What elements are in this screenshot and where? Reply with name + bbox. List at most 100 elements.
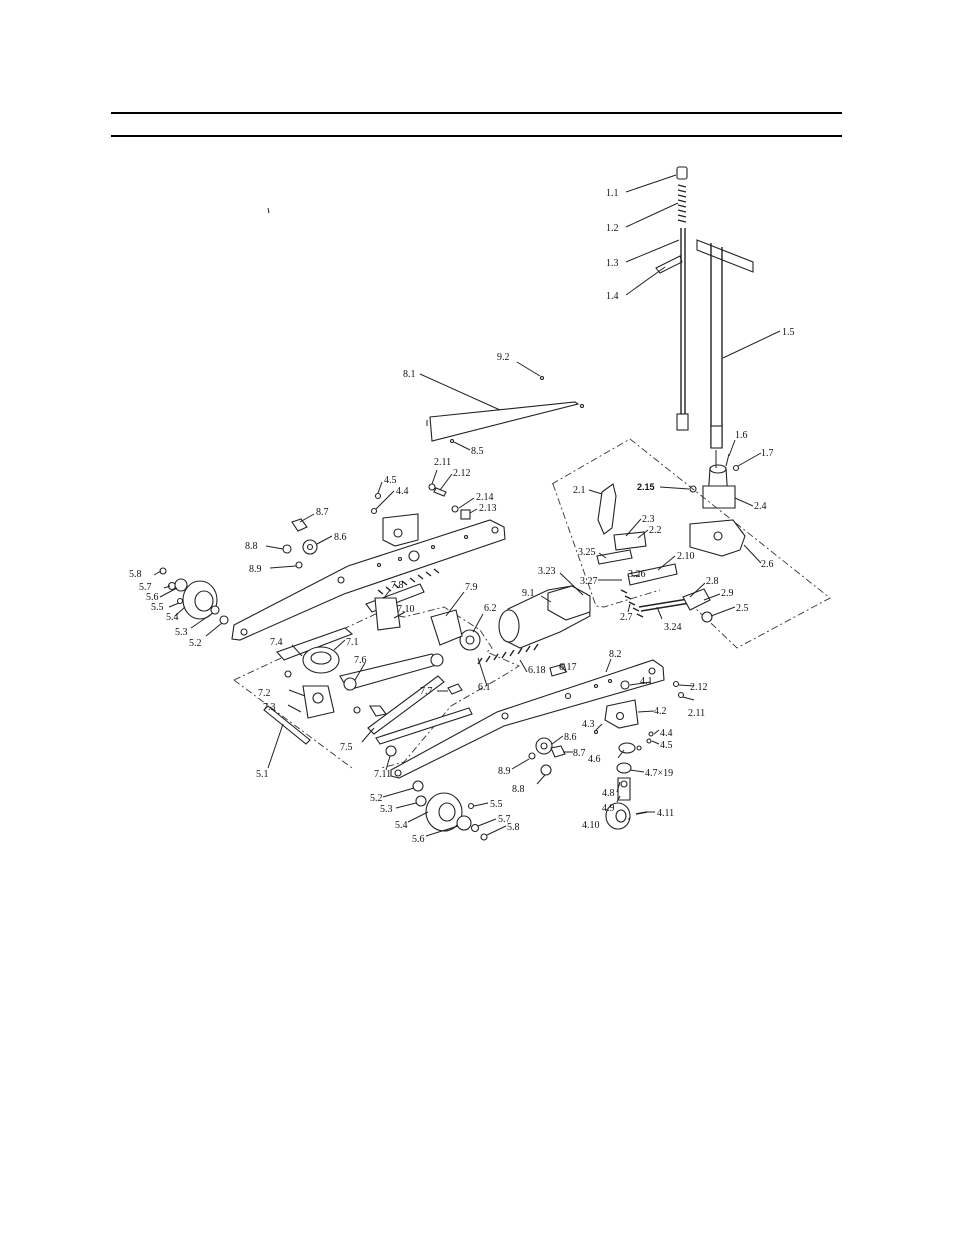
label-4-11: 4.11 [657, 808, 674, 819]
label-8-8: 8.8 [245, 541, 258, 552]
label-4-3: 4.3 [582, 719, 595, 730]
label-5-2-right: 5.2 [370, 793, 383, 804]
part-1-6-pin [725, 453, 730, 467]
label-4-8: 4.8 [602, 788, 615, 799]
label-2-2: 2.2 [649, 525, 662, 536]
label-2-3: 2.3 [642, 514, 655, 525]
label-2-6: 2.6 [761, 559, 774, 570]
part-2-11-bolt-right [677, 691, 685, 699]
label-8-2: 8.2 [609, 649, 622, 660]
label-5-5-right: 5.5 [490, 799, 503, 810]
label-7-6: 7.6 [354, 655, 367, 666]
label-2-11: 2.11 [434, 457, 451, 468]
label-5-6: 5.6 [146, 592, 159, 603]
part-2-7-spring [620, 589, 644, 618]
part-2-5-nut [701, 611, 713, 623]
part-1-1-knob [676, 166, 688, 180]
part-4-4-nut [648, 731, 654, 737]
label-7-2: 7.2 [258, 688, 271, 699]
part-3-25-link [596, 549, 633, 565]
part-side-plate-left [231, 519, 506, 641]
label-2-12-right: 2.12 [690, 682, 708, 693]
header-rule-bottom [111, 135, 842, 137]
label-2-11-right: 2.11 [688, 708, 705, 719]
label-3-25: 3.25 [578, 547, 596, 558]
part-5-8-cap-right [480, 833, 488, 841]
label-6-18: 6.18 [528, 665, 546, 676]
part-4-1-washer [620, 680, 630, 690]
part-2-1-pump-handle-socket [597, 483, 617, 535]
label-5-7-right: 5.7 [498, 814, 511, 825]
label-2-15: 2.15 [637, 482, 655, 492]
label-5-7: 5.7 [139, 582, 152, 593]
part-8-8-nut [282, 544, 292, 554]
label-8-9: 8.9 [249, 564, 262, 575]
label-7-10: 7.10 [397, 604, 415, 615]
part-2-10-rod [627, 563, 678, 586]
label-2-8: 2.8 [706, 576, 719, 587]
part-7-10-pin [374, 597, 401, 631]
part-2-14-washer [451, 505, 459, 513]
label-7-3: 7.3 [263, 702, 276, 713]
label-1-4: 1.4 [606, 291, 619, 302]
label-2-7: 2.7 [620, 612, 633, 623]
part-8-7-nut [291, 518, 308, 532]
leader-lines [153, 174, 781, 837]
part-7-5-bushing [369, 705, 387, 717]
label-8-1: 8.1 [403, 369, 416, 380]
label-5-3-right: 5.3 [380, 804, 393, 815]
label-4-1: 4.1 [640, 676, 653, 687]
front-caster-assembly [605, 742, 648, 830]
label-2-10: 2.10 [677, 551, 695, 562]
label-7-4: 7.4 [270, 637, 283, 648]
label-7-5: 7.5 [340, 742, 353, 753]
part-8-7-nut-right [550, 745, 566, 758]
label-2-12: 2.12 [453, 468, 471, 479]
left-rear-wheel [159, 567, 229, 625]
part-8-9-washer-right [528, 752, 536, 760]
part-4-3-pin [593, 729, 599, 735]
part-2-13-nut [460, 509, 471, 520]
part-4-5-bolt [374, 492, 382, 500]
part-5-5-clip [176, 597, 184, 605]
label-6-1: 6.1 [478, 682, 491, 693]
label-3-26: 3.26 [628, 569, 646, 580]
label-5-8-right: 5.8 [507, 822, 520, 833]
label-4-9: 4.9 [602, 803, 615, 814]
part-2-11-bolt [428, 483, 436, 491]
pump-outline [552, 483, 661, 608]
part-5-1-axle [263, 705, 311, 745]
label-5-4: 5.4 [166, 612, 179, 623]
label-2-13: 2.13 [479, 503, 497, 514]
label-1-2: 1.2 [606, 223, 619, 234]
part-4-11-axle [635, 811, 648, 815]
label-7-7: 7.7 [420, 686, 433, 697]
callout-labels: 1.1 1.2 1.3 1.4 1.5 1.6 1.7 9.2 8.1 8.5 … [129, 188, 795, 845]
label-4-5-right: 4.5 [660, 740, 673, 751]
part-7-9-sleeve [430, 609, 463, 646]
part-8-9-washer [295, 561, 303, 569]
label-8-6: 8.6 [334, 532, 347, 543]
part-2-12-pin-right [672, 680, 680, 688]
label-4-2: 4.2 [654, 706, 667, 717]
part-7-7-pin [447, 683, 463, 695]
label-7-1: 7.1 [346, 637, 359, 648]
part-9-2-rivet [539, 375, 545, 381]
label-9-1: 9.1 [522, 588, 535, 599]
right-rear-wheel [412, 780, 488, 841]
part-6-18-spring [477, 643, 539, 665]
part-2-2-linkage [613, 531, 647, 551]
lift-arm-outline [233, 606, 520, 769]
label-7-8: 7.8 [391, 580, 404, 591]
header-rule-top [111, 112, 842, 114]
label-5-5: 5.5 [151, 602, 164, 613]
label-6-2: 6.2 [484, 603, 497, 614]
label-1-6: 1.6 [735, 430, 748, 441]
label-8-6-right: 8.6 [564, 732, 577, 743]
part-1-5-handle-crossbar [696, 239, 754, 273]
label-2-1: 2.1 [573, 485, 586, 496]
label-4-5: 4.5 [384, 475, 397, 486]
label-5-4-right: 5.4 [395, 820, 408, 831]
handle-socket-outline [551, 438, 831, 649]
label-2-14: 2.14 [476, 492, 494, 503]
